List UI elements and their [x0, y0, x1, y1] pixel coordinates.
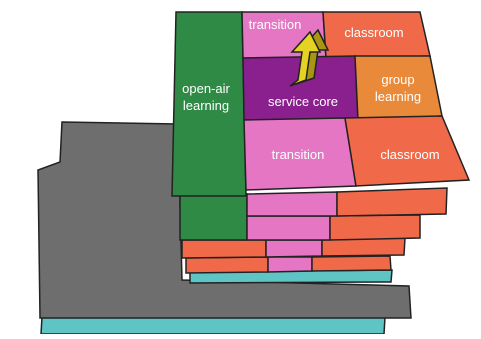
open-air-learning-zone [171, 11, 247, 197]
label-group-line1: group [381, 72, 414, 87]
strip-pink-4 [246, 191, 338, 217]
strip-coral-right-2 [321, 237, 406, 257]
up-arrow-icon [289, 28, 330, 87]
base-cyan-slab [40, 316, 386, 335]
strip-pink-2 [265, 239, 323, 258]
label-open-air-line2: learning [183, 98, 229, 113]
label-transition-top: transition [249, 17, 302, 32]
strip-coral-right-3 [329, 214, 421, 241]
lower-coral-strip-left [185, 256, 269, 274]
label-transition-mid: transition [272, 147, 325, 162]
label-group-line2: learning [375, 89, 421, 104]
label-service-core: service core [268, 94, 338, 109]
classroom-mid-zone [344, 115, 471, 187]
label-classroom-top: classroom [344, 25, 403, 40]
strip-coral-left-2 [181, 239, 267, 259]
label-classroom-mid: classroom [380, 147, 439, 162]
label-open-air-line1: open-air [182, 81, 230, 96]
strip-green-3 [179, 193, 248, 241]
strip-coral-right-4 [336, 187, 448, 217]
lower-coral-strip-right [311, 255, 392, 272]
group-learning-zone [354, 55, 443, 121]
lower-pink-strip [267, 256, 313, 273]
strip-pink-3 [246, 215, 331, 241]
